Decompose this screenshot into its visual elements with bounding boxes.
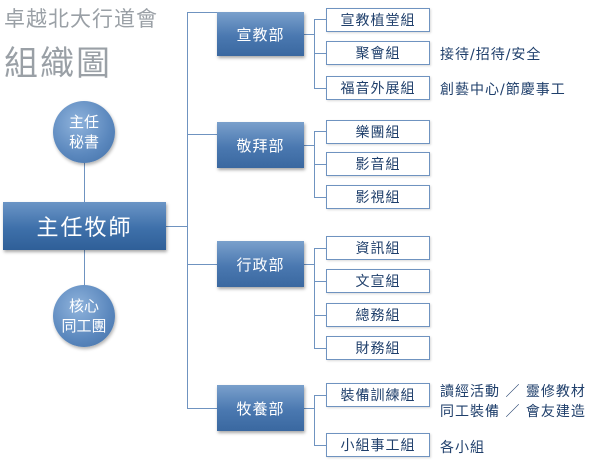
group-publicity: 文宣組 xyxy=(326,269,430,293)
main-pastor-box: 主任牧師 xyxy=(3,202,166,250)
connector-circle-main-bottom xyxy=(84,250,85,288)
connector-d4-out xyxy=(304,408,314,409)
note-training-line2: 同工裝備 ／ 會友建造 xyxy=(440,404,586,420)
note-training-line1: 讀經活動 ／ 靈修教材 xyxy=(440,384,586,400)
connector-d4-g2 xyxy=(314,445,326,446)
note-outreach: 創藝中心/節慶事工 xyxy=(440,82,566,98)
group-church-planting: 宣教植堂組 xyxy=(326,8,430,32)
connector-d1-g3 xyxy=(314,88,326,89)
connector-d1-g1 xyxy=(314,19,326,20)
dept-admin: 行政部 xyxy=(217,241,304,287)
group-it: 資訊組 xyxy=(326,236,430,260)
note-gathering: 接待/招待/安全 xyxy=(440,47,542,63)
group-outreach: 福音外展組 xyxy=(326,76,430,100)
dept-worship: 敬拜部 xyxy=(217,122,304,168)
connector-d4-g1 xyxy=(314,395,326,396)
circle-core-team: 核心 同工團 xyxy=(53,285,115,347)
connector-d3-g3 xyxy=(314,315,326,316)
circle-chief-secretary-line2: 秘書 xyxy=(68,133,99,151)
connector-d1-out xyxy=(304,34,314,35)
connector-main-spine xyxy=(166,226,187,227)
connector-dept-2 xyxy=(187,134,217,135)
connector-d4-spine xyxy=(314,395,315,445)
connector-d3-out xyxy=(304,264,314,265)
chart-title-line2: 組織圖 xyxy=(4,44,112,84)
connector-d2-g3 xyxy=(314,197,326,198)
connector-spine xyxy=(187,12,188,408)
connector-dept-4 xyxy=(187,408,217,409)
circle-chief-secretary-line1: 主任 xyxy=(68,113,99,131)
group-band: 樂團組 xyxy=(326,120,430,144)
group-finance: 財務組 xyxy=(326,336,430,360)
connector-d3-g4 xyxy=(314,348,326,349)
circle-core-team-line1: 核心 xyxy=(68,297,99,315)
group-video: 影視組 xyxy=(326,185,430,209)
group-audio: 影音組 xyxy=(326,152,430,176)
connector-d2-g2 xyxy=(314,164,326,165)
connector-dept-3 xyxy=(187,264,217,265)
note-small-groups: 各小組 xyxy=(440,440,485,456)
dept-pastoral: 牧養部 xyxy=(217,385,304,431)
circle-core-team-line2: 同工團 xyxy=(61,317,107,335)
connector-d3-g2 xyxy=(314,281,326,282)
chart-title-line1: 卓越北大行道會 xyxy=(4,7,158,31)
connector-d3-g1 xyxy=(314,248,326,249)
connector-dept-1 xyxy=(187,12,217,13)
group-training: 裝備訓練組 xyxy=(326,383,430,407)
circle-chief-secretary: 主任 秘書 xyxy=(53,101,115,163)
connector-d3-spine xyxy=(314,248,315,348)
connector-d1-g2 xyxy=(314,53,326,54)
group-small-groups: 小組事工組 xyxy=(326,433,430,457)
dept-missions: 宣教部 xyxy=(217,12,304,56)
group-gathering: 聚會組 xyxy=(326,41,430,65)
connector-circle-main-top xyxy=(84,160,85,202)
connector-d2-g1 xyxy=(314,131,326,132)
group-general-affairs: 總務組 xyxy=(326,303,430,327)
connector-d2-out xyxy=(304,145,314,146)
